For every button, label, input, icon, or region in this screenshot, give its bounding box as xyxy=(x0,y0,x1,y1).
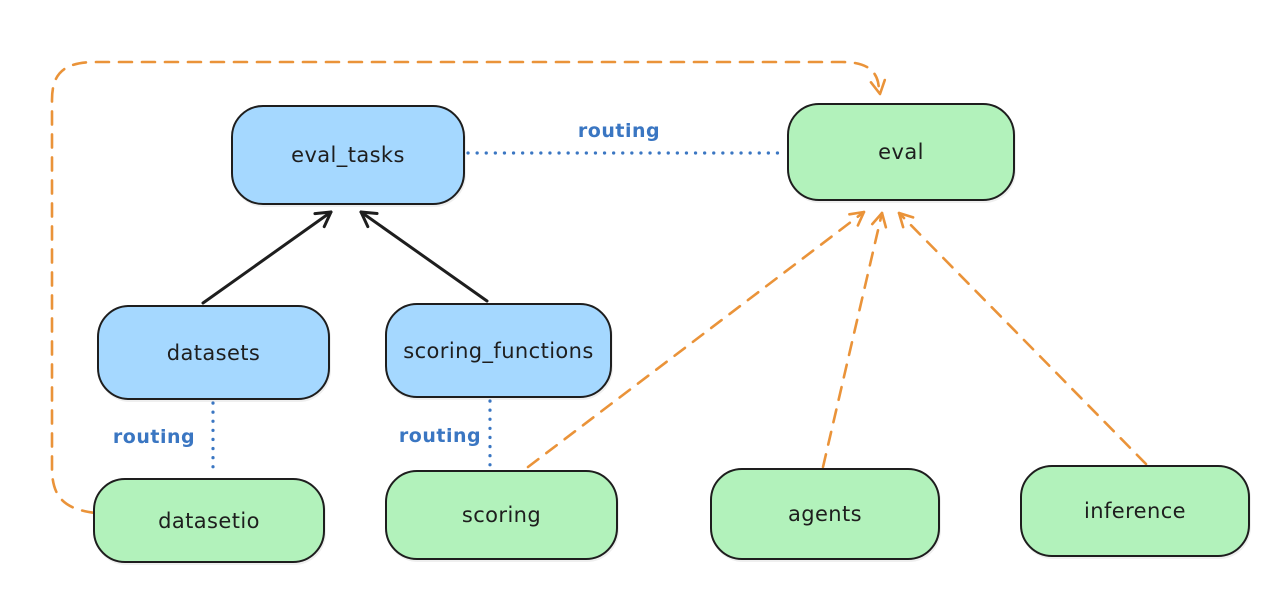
routing-label-eval-tasks-eval: routing xyxy=(577,120,661,142)
node-eval-label: eval xyxy=(878,140,924,164)
node-scoring-functions: scoring_functions xyxy=(385,303,612,398)
node-datasets-label: datasets xyxy=(166,340,261,365)
node-eval: eval xyxy=(787,103,1015,201)
node-datasetio: datasetio xyxy=(93,478,325,563)
node-inference: inference xyxy=(1020,465,1250,557)
node-scoring: scoring xyxy=(385,470,618,560)
node-eval-tasks-label: eval_tasks xyxy=(291,143,405,167)
node-datasetio-label: datasetio xyxy=(158,508,260,533)
edge-datasetio-to-eval-loop xyxy=(50,60,887,515)
node-inference-label: inference xyxy=(1084,499,1186,523)
node-datasets: datasets xyxy=(97,305,330,400)
node-agents: agents xyxy=(710,468,940,560)
node-eval-tasks: eval_tasks xyxy=(231,105,465,205)
node-scoring-functions-label: scoring_functions xyxy=(403,338,594,363)
edge-datasets-to-eval-tasks xyxy=(201,210,333,305)
node-agents-label: agents xyxy=(787,502,862,526)
edge-scoring-functions-to-eval-tasks xyxy=(359,210,489,303)
edge-scoring-to-eval xyxy=(526,210,866,469)
node-scoring-label: scoring xyxy=(461,503,542,527)
routing-label-scoring-functions-scoring: routing xyxy=(398,425,482,447)
edge-inference-to-eval xyxy=(897,211,1148,466)
edge-agents-to-eval xyxy=(821,211,888,469)
routing-label-datasets-datasetio: routing xyxy=(112,426,196,448)
